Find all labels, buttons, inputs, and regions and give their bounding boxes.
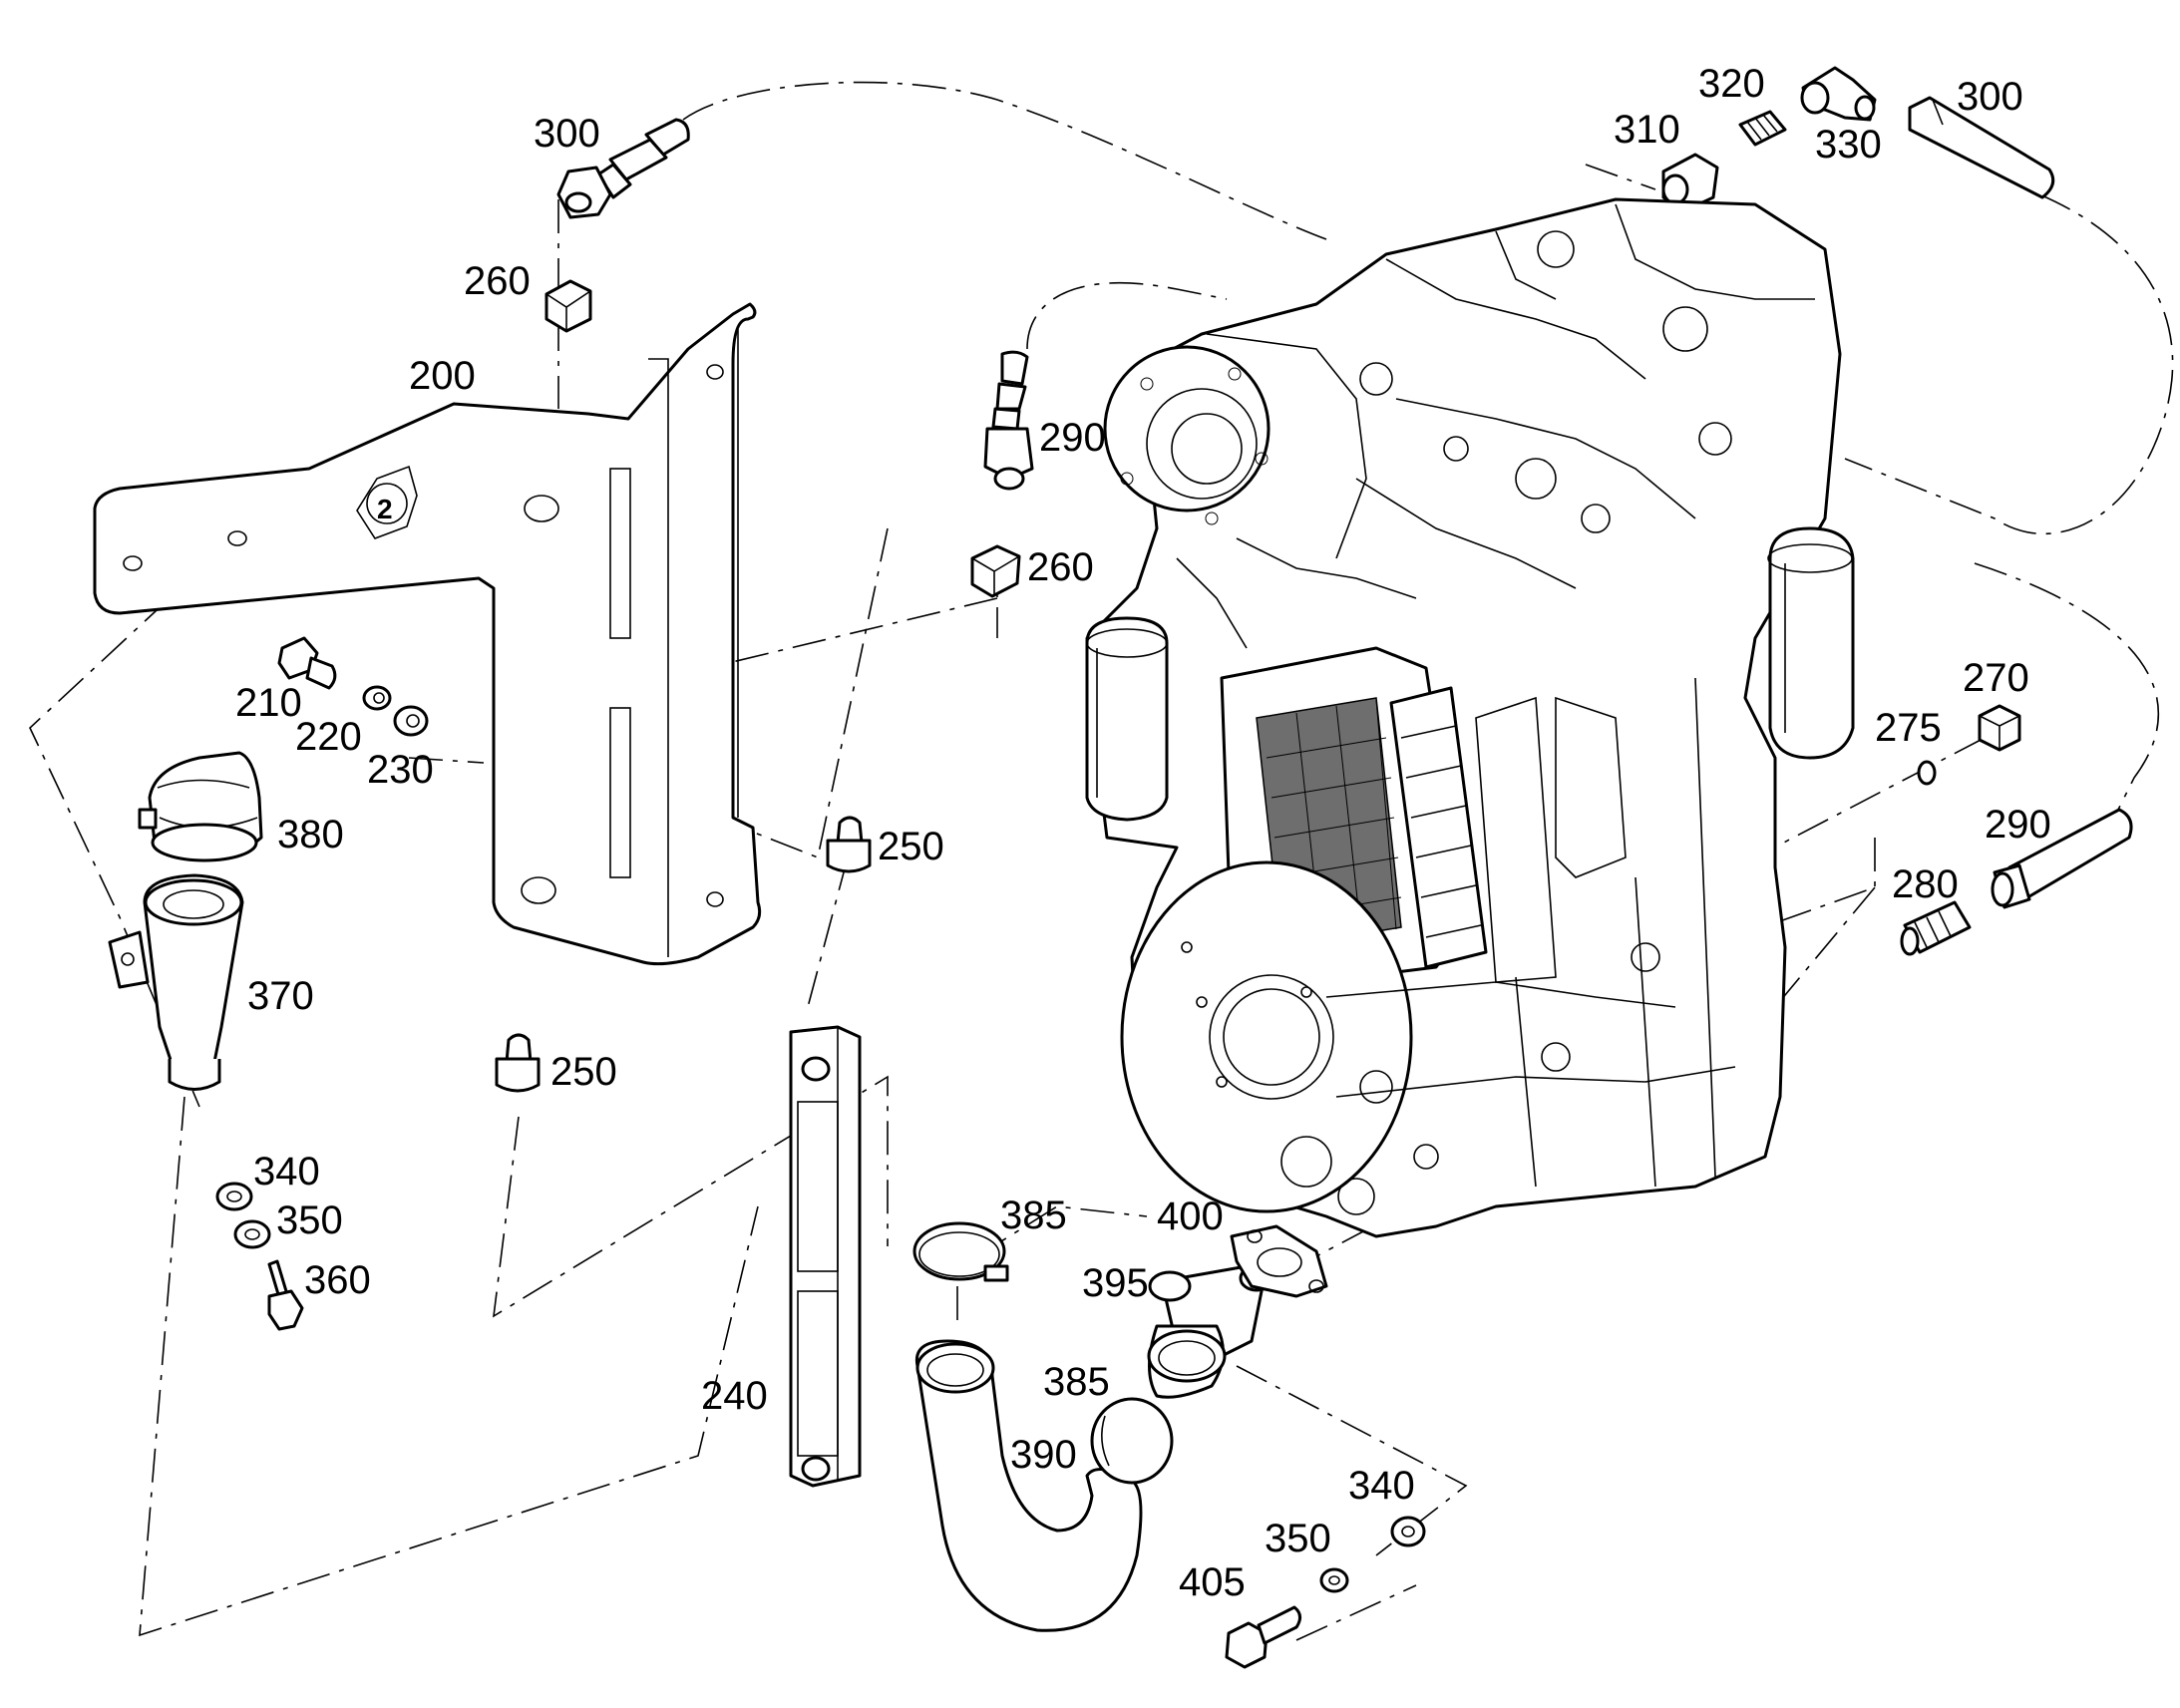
label-385-lower: 385	[1043, 1360, 1110, 1404]
label-385-upper: 385	[1000, 1194, 1067, 1237]
part-275-o-ring	[1917, 760, 1937, 786]
label-300-right: 300	[1957, 75, 2023, 119]
part-labels: 200 210 220 230 240 250 250 260 260 270 …	[235, 62, 2051, 1604]
part-340-washer-right	[1390, 1516, 1426, 1547]
label-250-lower: 250	[550, 1050, 617, 1094]
part-280-nipple	[1900, 900, 1972, 956]
part-300-hose-fitting-left	[556, 118, 690, 219]
part-260-nut-top	[545, 279, 592, 333]
part-405-bolt	[1225, 1605, 1301, 1669]
label-380: 380	[277, 813, 344, 856]
part-290-hose-fitting-middle	[983, 350, 1034, 491]
label-360: 360	[304, 1258, 371, 1302]
label-390: 390	[1010, 1433, 1077, 1477]
label-275: 275	[1875, 706, 1942, 750]
transmission-housing	[1085, 197, 1855, 1238]
label-260-middle: 260	[1027, 545, 1094, 589]
part-210-bolt	[277, 636, 337, 690]
label-240: 240	[701, 1374, 768, 1418]
label-290-right: 290	[1985, 803, 2051, 847]
part-250-bolt-upper	[826, 816, 872, 873]
leader-lines	[29, 81, 2174, 1641]
label-320: 320	[1698, 62, 1765, 106]
part-260-nut-middle	[970, 544, 1021, 598]
label-210: 210	[235, 681, 302, 725]
label-280: 280	[1892, 862, 1959, 906]
part-385-clamp-upper	[912, 1221, 1009, 1282]
label-290-middle: 290	[1039, 416, 1106, 460]
label-400: 400	[1157, 1195, 1224, 1238]
part-330-elbow	[1800, 66, 1877, 122]
part-395-pipe-elbow	[1147, 1264, 1274, 1399]
part-350-washer-right	[1319, 1567, 1349, 1593]
part-390-hose	[914, 1339, 1143, 1632]
part-340-washer-left	[215, 1182, 253, 1211]
part-300-hose-right	[1908, 96, 2055, 199]
label-220: 220	[295, 715, 362, 759]
label-340-right: 340	[1348, 1464, 1415, 1508]
part-220-washer	[362, 685, 392, 711]
label-270: 270	[1963, 656, 2029, 700]
label-230: 230	[367, 748, 434, 792]
label-200: 200	[409, 354, 476, 398]
label-330: 330	[1815, 123, 1882, 167]
label-350-right: 350	[1265, 1517, 1331, 1560]
label-310: 310	[1614, 108, 1680, 152]
part-250-bolt-lower	[495, 1033, 541, 1093]
svg-text:2: 2	[377, 494, 393, 524]
part-200-bracket: 2	[93, 302, 762, 966]
label-250-upper: 250	[878, 825, 944, 868]
label-405: 405	[1179, 1560, 1246, 1604]
part-240-bar	[789, 1025, 862, 1488]
part-310-adapter	[1661, 153, 1719, 213]
part-320-nipple	[1738, 110, 1787, 147]
label-395: 395	[1082, 1261, 1149, 1305]
part-290-hose-right	[1991, 808, 2133, 909]
label-300-left: 300	[534, 112, 600, 156]
part-385-clamp-lower	[1090, 1397, 1174, 1485]
part-400-gasket	[1230, 1224, 1328, 1298]
part-380-cap	[138, 751, 263, 862]
part-370-filler-neck	[108, 873, 244, 1091]
label-350-left: 350	[276, 1198, 343, 1242]
part-270-plug	[1978, 704, 2021, 752]
label-370: 370	[247, 974, 314, 1018]
part-230-washer	[393, 705, 429, 737]
part-350-washer-left	[233, 1219, 271, 1249]
label-260-top: 260	[464, 259, 531, 303]
part-360-bolt	[267, 1259, 304, 1331]
zf-logo-icon: 2	[356, 465, 418, 539]
label-340-left: 340	[253, 1150, 320, 1194]
